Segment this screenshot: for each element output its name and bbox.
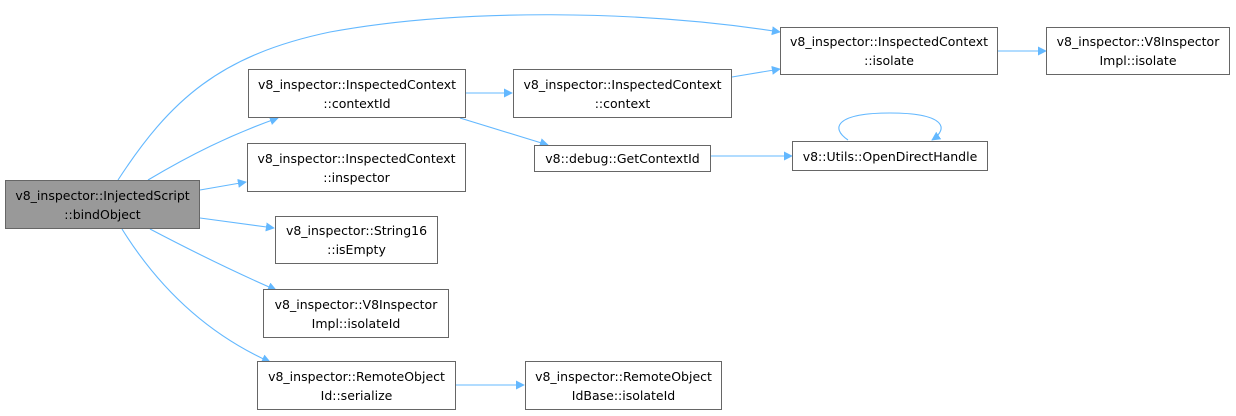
- node-inspectedcontext-inspector[interactable]: v8_inspector::InspectedContext ::inspect…: [247, 143, 466, 192]
- node-label-line2: ::isolate: [864, 53, 914, 68]
- edge-bindobject-to-string16-isempty: [199, 217, 275, 232]
- node-label-line2: IdBase::isolateId: [571, 387, 676, 403]
- node-label-line1: v8_inspector::InjectedScript: [15, 187, 190, 203]
- node-string16-isempty[interactable]: v8_inspector::String16 ::isEmpty: [275, 216, 438, 264]
- edge-contextid-to-getcontextid: [459, 117, 549, 147]
- node-label-line1: v8_inspector::RemoteObject: [535, 368, 712, 384]
- node-label-line1: v8_inspector::V8Inspector: [1056, 34, 1220, 49]
- node-label-line2: ::contextId: [323, 95, 391, 111]
- node-label-line2: ::inspector: [323, 169, 390, 185]
- node-label-line2: ::isEmpty: [327, 242, 386, 257]
- node-label-line2: ::bindObject: [64, 206, 141, 222]
- edge-bindobject-to-v8inspectorimpl-isolateid: [149, 228, 277, 291]
- node-inspectedcontext-contextid[interactable]: v8_inspector::InspectedContext ::context…: [248, 69, 466, 118]
- edge-opendirecthandle-self-loop: [838, 112, 942, 141]
- node-inspectedcontext-context[interactable]: v8_inspector::InspectedContext ::context: [513, 69, 732, 118]
- edge-bindobject-to-inspectedcontext-inspector: [199, 178, 247, 191]
- node-inspectedcontext-isolate[interactable]: v8_inspector::InspectedContext ::isolate: [780, 27, 998, 75]
- node-label-line1: v8_inspector::String16: [285, 223, 428, 238]
- node-injectedscript-bindobject: v8_inspector::InjectedScript ::bindObjec…: [5, 180, 200, 229]
- node-label-line2: ::context: [594, 95, 651, 111]
- edge-bindobject-to-inspectedcontext-isolate: [117, 14, 781, 181]
- node-v8inspectorimpl-isolateid[interactable]: v8_inspector::V8Inspector Impl::isolateI…: [263, 289, 449, 338]
- node-debug-getcontextid[interactable]: v8::debug::GetContextId: [534, 145, 711, 172]
- node-remoteobjectidbase-isolateid[interactable]: v8_inspector::RemoteObject IdBase::isola…: [525, 361, 722, 410]
- node-label-line1: v8_inspector::V8Inspector: [274, 296, 438, 312]
- node-label-line2: Impl::isolate: [1099, 53, 1177, 68]
- node-label-line1: v8_inspector::InspectedContext: [257, 150, 456, 166]
- node-label-line1: v8_inspector::InspectedContext: [523, 76, 722, 92]
- node-label-line1: v8_inspector::InspectedContext: [789, 34, 988, 49]
- node-v8inspectorimpl-isolate[interactable]: v8_inspector::V8Inspector Impl::isolate: [1046, 27, 1230, 75]
- node-utils-opendirecthandle[interactable]: v8::Utils::OpenDirectHandle: [792, 141, 988, 171]
- node-label-line2: Id::serialize: [320, 387, 393, 403]
- node-label-line1: v8::debug::GetContextId: [545, 151, 700, 166]
- edge-bindobject-to-inspectedcontext-contextid: [147, 116, 279, 181]
- edge-context-to-inspectedcontext-isolate: [731, 65, 781, 78]
- node-label-line1: v8::Utils::OpenDirectHandle: [802, 148, 978, 164]
- node-remoteobjectid-serialize[interactable]: v8_inspector::RemoteObject Id::serialize: [257, 361, 456, 410]
- node-label-line1: v8_inspector::InspectedContext: [257, 76, 456, 92]
- edge-bindobject-to-remoteobjectid-serialize: [121, 228, 271, 363]
- node-label-line2: Impl::isolateId: [311, 315, 401, 331]
- node-label-line1: v8_inspector::RemoteObject: [268, 368, 445, 384]
